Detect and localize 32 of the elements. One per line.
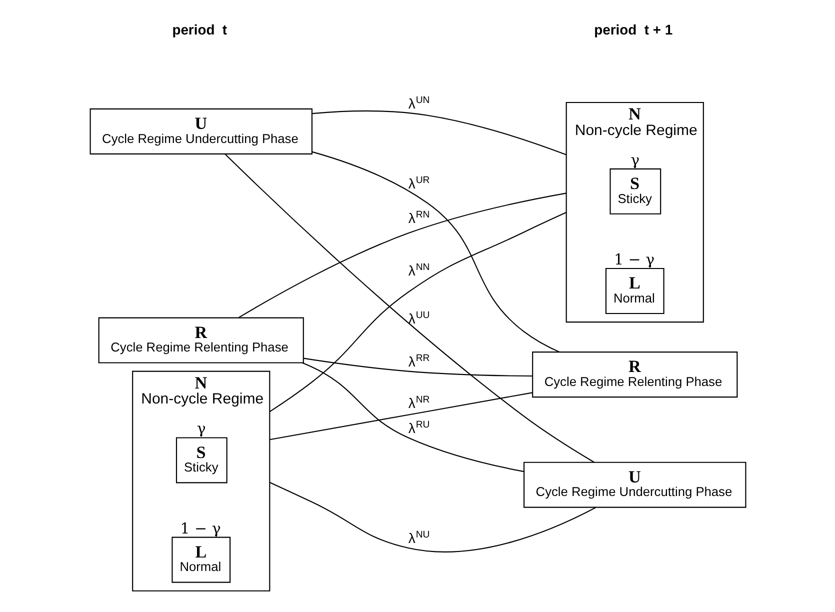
edge-label: λ$^{NR}$	[408, 394, 430, 412]
edge-label: λ$^{RR}$	[408, 352, 430, 370]
connector	[269, 392, 532, 440]
edge-label: λ$^{UU}$	[408, 310, 430, 327]
connector	[311, 151, 560, 352]
connector	[268, 212, 566, 412]
node-box: R Cycle Regime Relenting Phase	[532, 352, 738, 398]
edge-label: λ$^{NU}$	[408, 530, 430, 546]
node-label: γ	[196, 420, 206, 438]
node-box: U Cycle Regime Undercutting Phase	[89, 108, 312, 154]
node-label: γ	[630, 150, 640, 169]
connector	[301, 362, 524, 472]
node-label: 1 − γ	[180, 519, 220, 538]
edge-label: λ$^{RN}$	[408, 209, 430, 226]
node-label: 1 − γ	[613, 250, 654, 268]
connector	[312, 110, 566, 156]
node-box: S Sticky	[609, 168, 661, 214]
label: period t + 1	[594, 21, 672, 38]
edge-label: λ$^{RU}$	[408, 419, 430, 436]
node-box: R Cycle Regime Relenting Phase	[98, 317, 304, 364]
connector	[224, 154, 594, 463]
edge-label: λ$^{UR}$	[408, 175, 430, 192]
node-box: U Cycle Regime Undercutting Phase	[523, 462, 746, 508]
edge-label: λ$^{UN}$	[408, 94, 430, 112]
edge-label: λ$^{NN}$	[408, 262, 430, 278]
node-box: S Sticky	[175, 437, 227, 484]
node-box: L Normal	[604, 268, 664, 314]
connector	[303, 358, 532, 377]
node-box: L Normal	[171, 536, 230, 583]
connector	[268, 482, 596, 552]
connector	[238, 192, 566, 318]
label: period t	[172, 21, 227, 38]
